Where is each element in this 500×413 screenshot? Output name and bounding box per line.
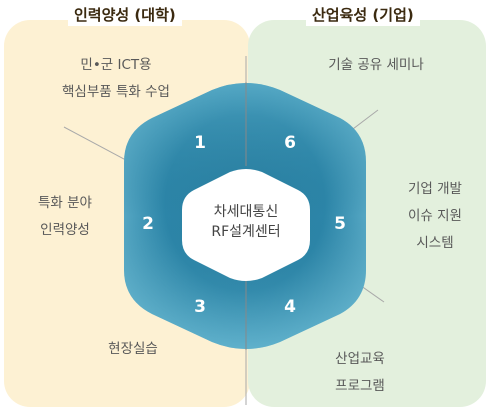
segment-label-2: 특화 분야 인력양성 (10, 190, 120, 244)
segment-label-3-line-1: 현장실습 (108, 341, 158, 357)
segment-label-2-line-2: 인력양성 (40, 222, 90, 238)
segment-label-1-line-1: 민•군 ICT용 (80, 57, 152, 73)
segment-number-4: 4 (284, 297, 296, 317)
segment-label-5: 기업 개발 이슈 지원 시스템 (385, 176, 485, 257)
center-title-line-1: 차세대통신 (214, 204, 278, 220)
segment-number-3: 3 (194, 297, 206, 317)
segment-label-5-line-1: 기업 개발 (408, 181, 462, 197)
segment-label-6: 기술 공유 세미나 (286, 52, 466, 79)
segment-label-1: 민•군 ICT용 핵심부품 특화 수업 (36, 52, 196, 106)
inner-hexagon (182, 169, 310, 281)
segment-label-4: 산업교육 프로그램 (300, 346, 420, 400)
segment-label-6-line-1: 기술 공유 세미나 (328, 57, 424, 73)
segment-label-3: 현장실습 (78, 336, 188, 363)
segment-label-1-line-2: 핵심부품 특화 수업 (62, 84, 170, 100)
industry-title: 산업육성 (기업) (306, 4, 420, 26)
segment-number-2: 2 (142, 214, 154, 234)
segment-label-2-line-1: 특화 분야 (38, 195, 92, 211)
segment-label-4-line-1: 산업교육 (335, 351, 385, 367)
segment-label-5-line-2: 이슈 지원 (408, 208, 462, 224)
university-title: 인력양성 (대학) (68, 4, 182, 26)
center-title-line-2: RF설계센터 (211, 224, 280, 240)
segment-number-6: 6 (284, 133, 296, 153)
segment-label-5-line-3: 시스템 (416, 235, 454, 251)
segment-number-1: 1 (194, 133, 206, 153)
segment-label-4-line-2: 프로그램 (335, 378, 385, 394)
segment-number-5: 5 (334, 214, 346, 234)
